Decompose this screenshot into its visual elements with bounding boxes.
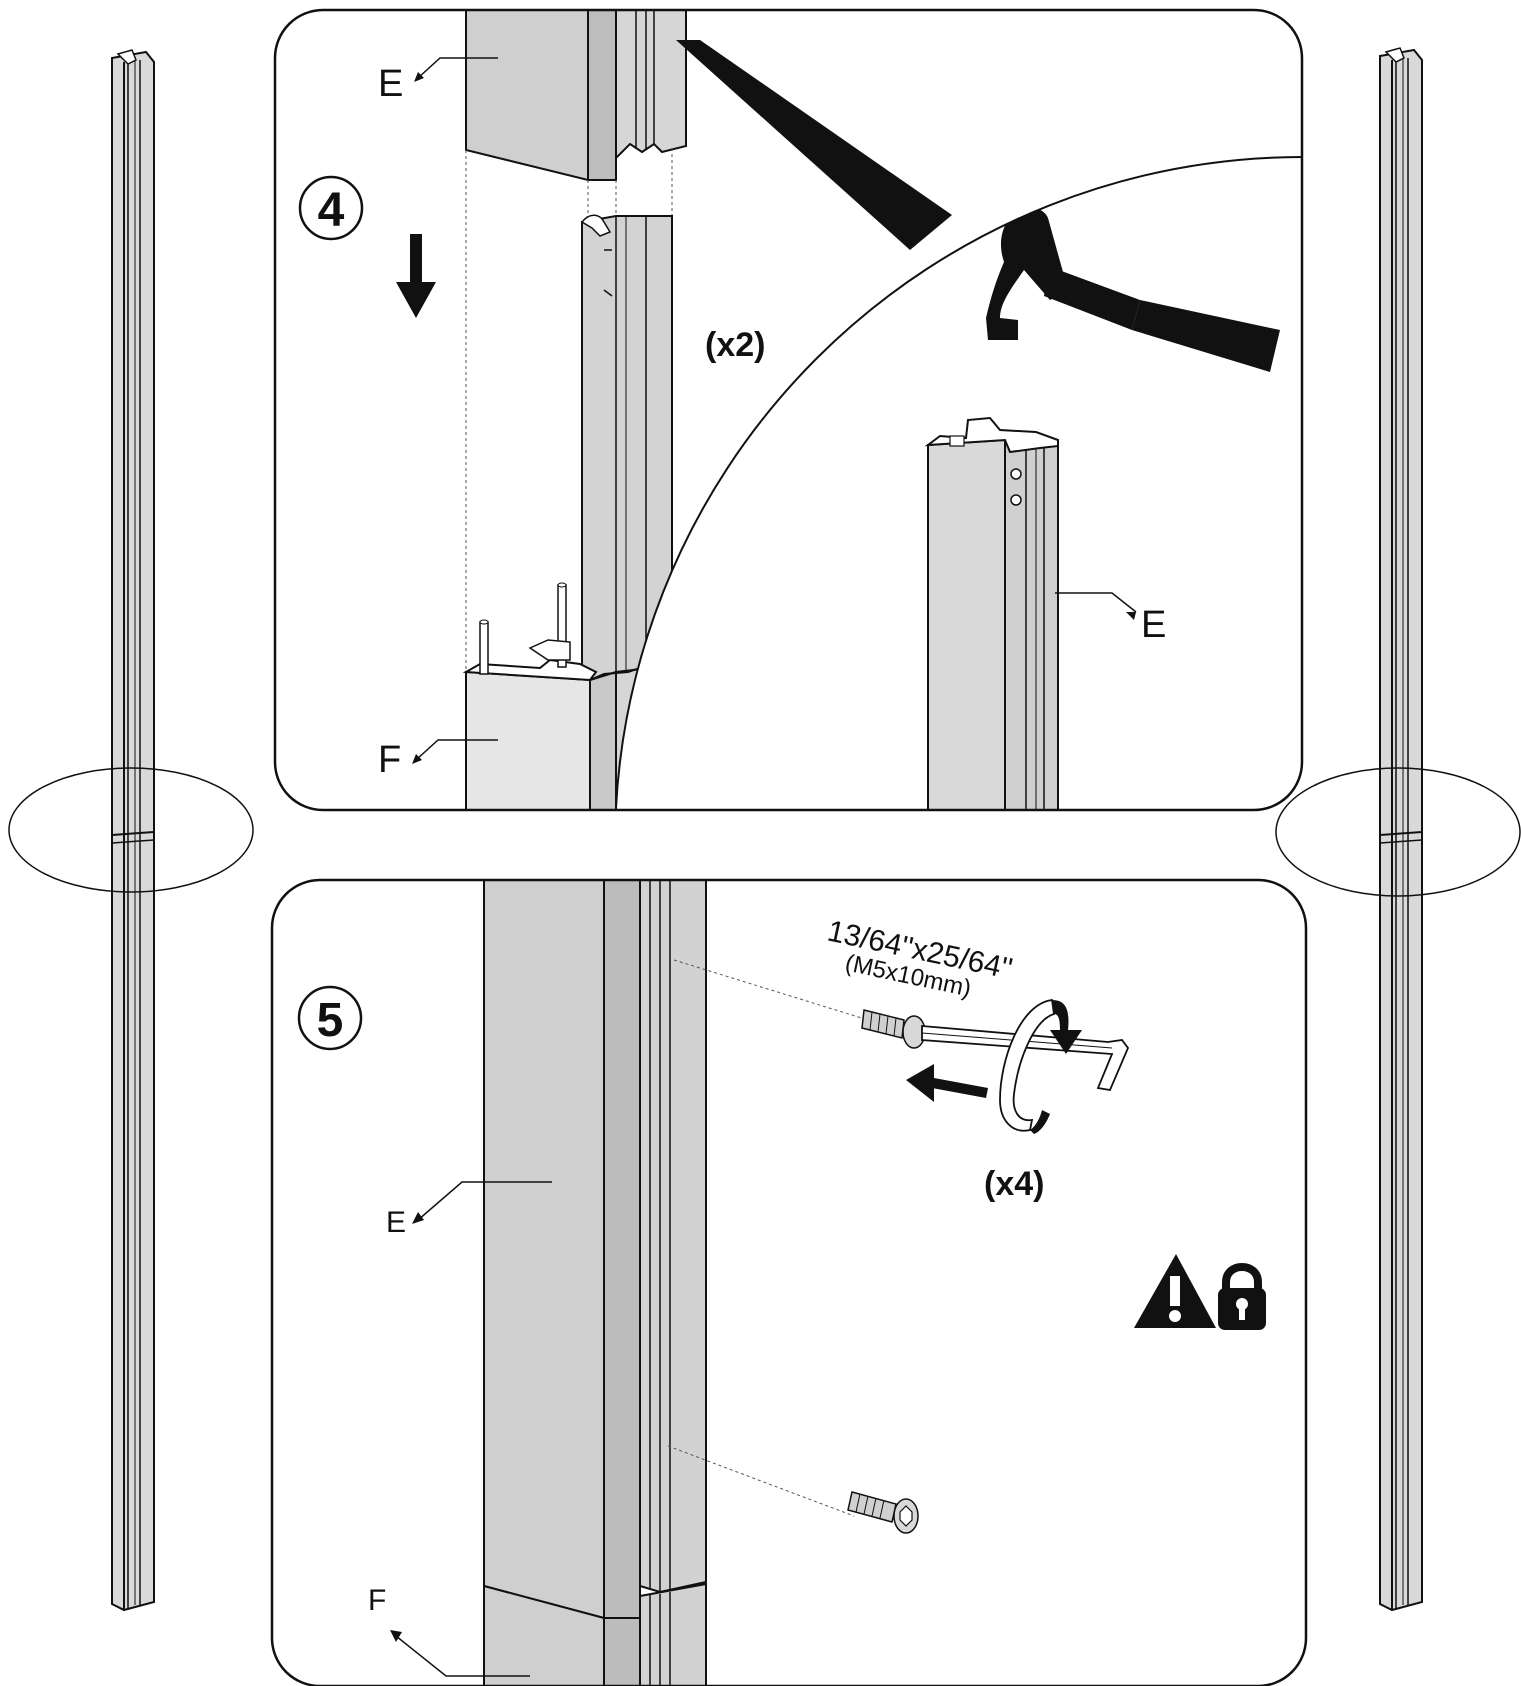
hammer-icon xyxy=(986,207,1280,372)
step-4-label-f: F xyxy=(378,739,401,781)
screw-with-hex-key xyxy=(861,998,1130,1134)
left-overview-post xyxy=(8,49,254,1612)
post-joined xyxy=(483,880,707,1686)
step-5-label-f: F xyxy=(368,1584,386,1617)
step-5-label-e: E xyxy=(386,1206,406,1239)
down-arrow-icon xyxy=(396,234,436,318)
step-4-label-e-top: E xyxy=(378,63,403,105)
profile-e-top xyxy=(465,10,687,182)
detail-zoom xyxy=(614,40,1302,810)
step-5-frame xyxy=(270,878,1308,1686)
screw-icon xyxy=(861,1009,926,1049)
left-joint-circle xyxy=(8,767,254,893)
step-5-number: 5 xyxy=(317,994,344,1047)
padlock-icon xyxy=(1218,1263,1266,1330)
step-4-quantity: (x2) xyxy=(705,326,765,364)
step-4-badge xyxy=(298,175,364,241)
push-arrow-icon xyxy=(906,1064,988,1102)
warning-icon xyxy=(1134,1254,1216,1328)
step-4-frame xyxy=(273,8,1304,812)
step-4-panel: 4 E F (x2) E xyxy=(273,8,1304,812)
step-5-quantity: (x4) xyxy=(984,1165,1044,1203)
rotate-icon xyxy=(999,998,1082,1134)
screw-icon xyxy=(847,1491,919,1534)
inner-connector xyxy=(580,214,673,692)
step-4-detail-label-e: E xyxy=(1141,604,1166,646)
step-4-number: 4 xyxy=(318,184,345,237)
step-5-panel: 13/64''x25/64'' (M5x10mm) (x4) 5 E F xyxy=(270,878,1308,1686)
right-joint-circle xyxy=(1275,767,1521,897)
right-overview-post xyxy=(1275,47,1521,1612)
step-5-badge xyxy=(297,985,363,1051)
